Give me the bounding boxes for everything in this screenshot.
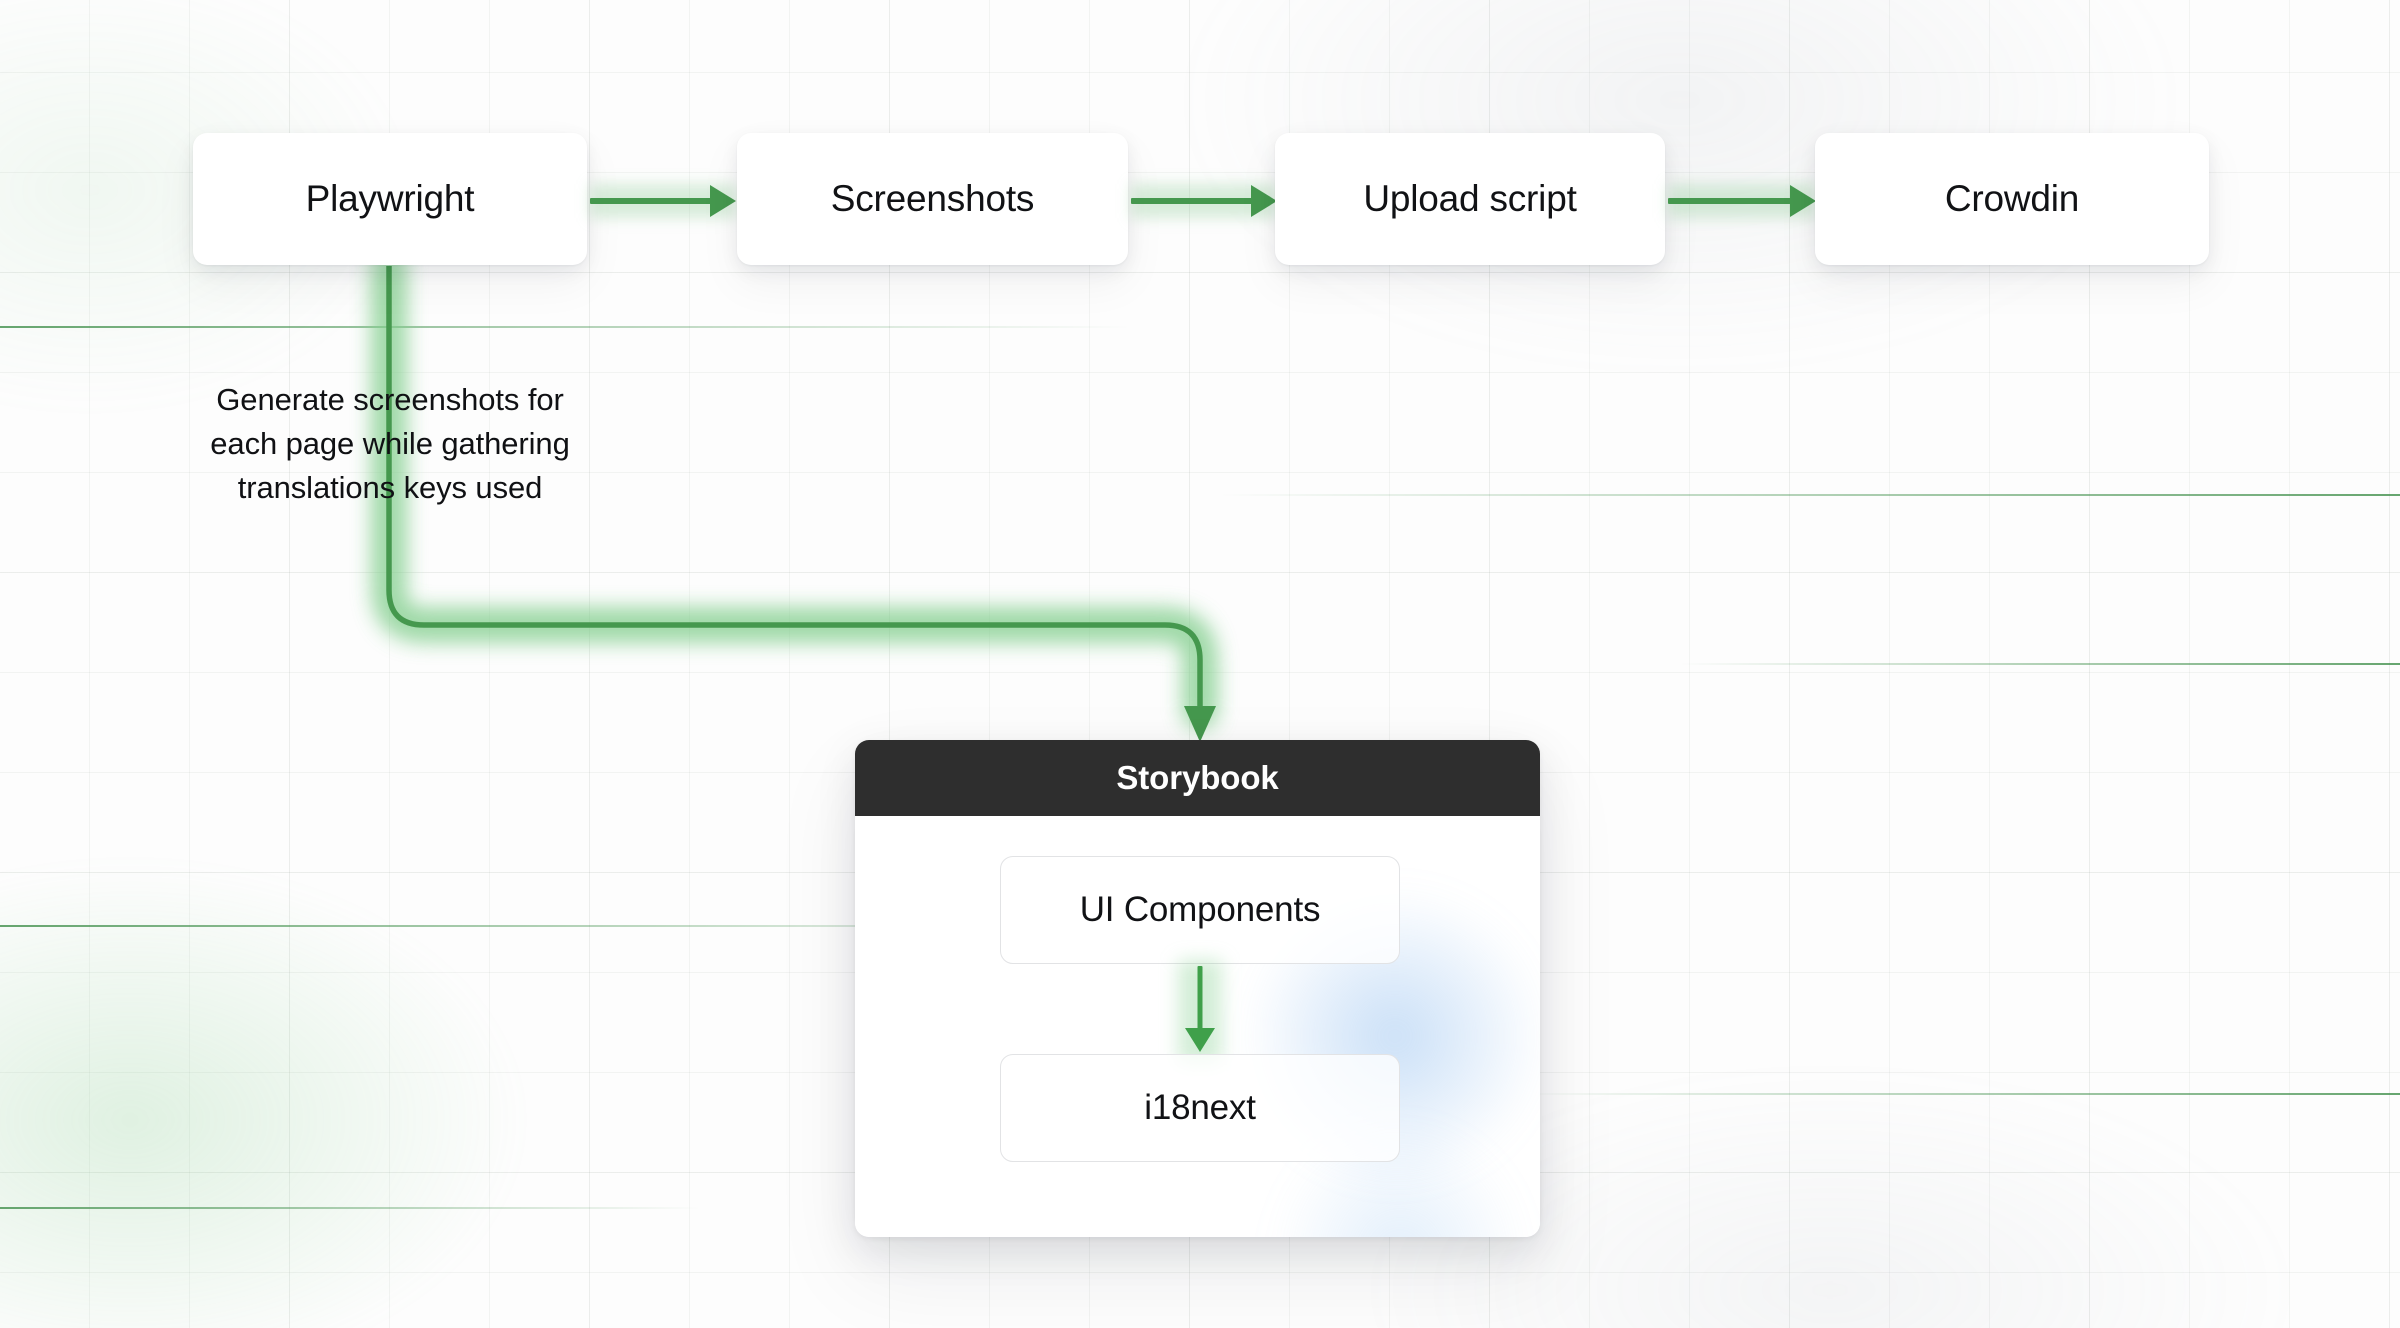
arrow-halo [1668,184,1816,218]
node-crowdin-label: Crowdin [1944,178,2080,219]
arrow-shaft [1131,198,1255,204]
decor-line-right-3 [1520,1093,2400,1095]
node-upload-script[interactable]: Upload script [1275,133,1665,265]
arrow-shaft [1668,198,1794,204]
decor-line-left-1 [0,326,1130,328]
decor-line-right-1 [1220,494,2400,496]
arrow-head-icon [1185,1028,1215,1052]
storybook-panel-body: UI Components i18next [855,816,1540,1237]
arrow-upload-script-to-crowdin [1668,163,1816,239]
node-i18next[interactable]: i18next [1000,1054,1400,1162]
node-screenshots-label: Screenshots [830,178,1035,219]
arrow-shaft [1197,966,1203,1030]
node-playwright[interactable]: Playwright [193,133,587,265]
node-screenshots[interactable]: Screenshots [737,133,1128,265]
storybook-panel[interactable]: Storybook UI Components i18next [855,740,1540,1237]
arrow-screenshots-to-upload-script [1131,163,1277,239]
arrow-shaft [590,198,714,204]
node-ui-components[interactable]: UI Components [1000,856,1400,964]
arrow-playwright-to-screenshots [590,163,736,239]
decor-line-right-2 [1680,663,2400,665]
arrow-ui-components-to-i18next [1175,960,1225,1064]
decor-line-left-3 [0,1207,700,1209]
arrow-head-icon [1790,185,1816,217]
storybook-title: Storybook [1116,759,1279,796]
arrow-halo [1178,960,1222,1064]
arrow-head-icon [710,185,736,217]
arrow-halo [1131,184,1277,218]
storybook-panel-header: Storybook [855,740,1540,816]
node-upload-script-label: Upload script [1363,178,1577,219]
node-playwright-label: Playwright [305,178,475,219]
node-ui-components-label: UI Components [1079,890,1321,929]
node-i18next-label: i18next [1144,1088,1256,1127]
arrow-head-icon [1251,185,1277,217]
ambient-glow-green-bottom-left [0,760,680,1328]
annotation-generate-screenshots: Generate screenshots for each page while… [210,382,570,505]
node-crowdin[interactable]: Crowdin [1815,133,2209,265]
arrow-halo [590,184,736,218]
